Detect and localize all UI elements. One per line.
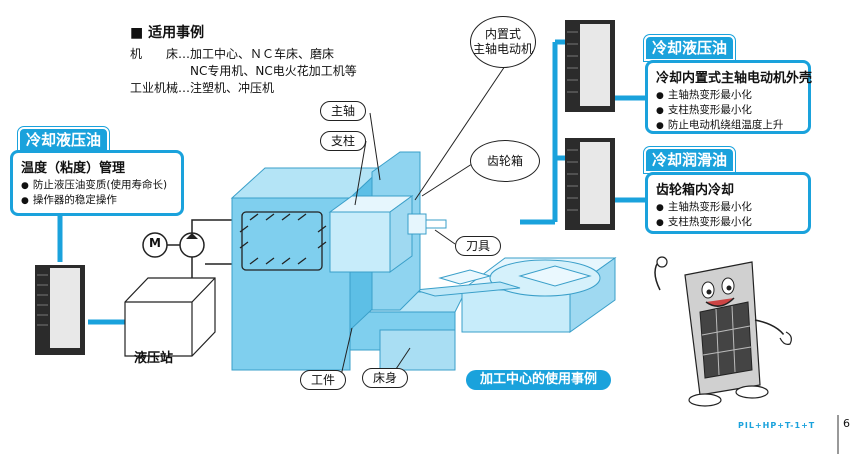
- right-top-panel-title: 冷却内置式主轴电动机外壳: [656, 71, 813, 86]
- right-top-panel-item: 支柱热变形最小化: [656, 103, 808, 118]
- left-panel-item: 操作器的稳定操作: [21, 193, 181, 208]
- left-panel-title: 温度（粘度）管理: [21, 161, 126, 176]
- left-panel-item: 防止液压油变质(使用寿命长): [21, 178, 181, 193]
- right-mid-panel-item: 主轴热变形最小化: [656, 200, 808, 215]
- right-top-info-panel: 冷却内置式主轴电动机外壳 主轴热变形最小化 支柱热变形最小化 防止电动机绕组温度…: [645, 60, 813, 134]
- right-top-panel-item: 主轴热变形最小化: [656, 88, 808, 103]
- right-mid-info-panel: 齿轮箱内冷却 主轴热变形最小化 支柱热变形最小化: [645, 172, 811, 234]
- callout-workpiece: 工件: [300, 370, 347, 390]
- right-mid-panel-title: 齿轮箱内冷却: [656, 183, 735, 198]
- right-mid-panel-item: 支柱热变形最小化: [656, 215, 808, 230]
- left-panel-tag: 冷却液压油: [18, 127, 110, 153]
- mascot-chiller-character: [654, 256, 792, 407]
- right-top-panel-item: 防止电动机绕组温度上升: [656, 118, 808, 133]
- left-info-panel: 温度（粘度）管理 防止液压油变质(使用寿命长) 操作器的稳定操作: [10, 150, 184, 216]
- application-line-2: NC专用机、NC电火花加工机等: [130, 64, 357, 78]
- motor-symbol: M: [149, 236, 161, 250]
- hydraulic-station-label: 液压站: [134, 351, 174, 366]
- chiller-unit-top-right: [565, 20, 615, 112]
- section-heading: ■ 适用事例: [130, 25, 205, 41]
- application-line-1: 机 床…加工中心、ＮＣ车床、磨床: [130, 47, 335, 61]
- callout-gearbox: 齿轮箱: [470, 140, 540, 182]
- callout-spindle: 主轴: [320, 101, 367, 121]
- callout-built-in-motor-line-1: 内置式: [484, 27, 521, 41]
- application-line-3: 工业机械…注塑机、冲压机: [130, 81, 275, 95]
- right-top-panel-tag: 冷却液压油: [644, 35, 736, 61]
- callout-built-in-motor-line-2: 主轴电动机: [472, 42, 533, 56]
- chiller-unit-left: [35, 265, 85, 355]
- footer-text: PIL+HP+T-1+T: [738, 421, 816, 430]
- callout-bed: 床身: [362, 368, 409, 388]
- callout-column: 支柱: [320, 131, 367, 151]
- page-number: 6: [843, 417, 850, 430]
- callout-built-in-motor: 内置式 主轴电动机: [470, 16, 536, 68]
- chiller-unit-mid-right: [565, 138, 615, 230]
- diagram-caption: 加工中心的使用事例: [466, 370, 612, 390]
- callout-tool: 刀具: [455, 236, 502, 256]
- right-mid-panel-tag: 冷却润滑油: [644, 147, 736, 173]
